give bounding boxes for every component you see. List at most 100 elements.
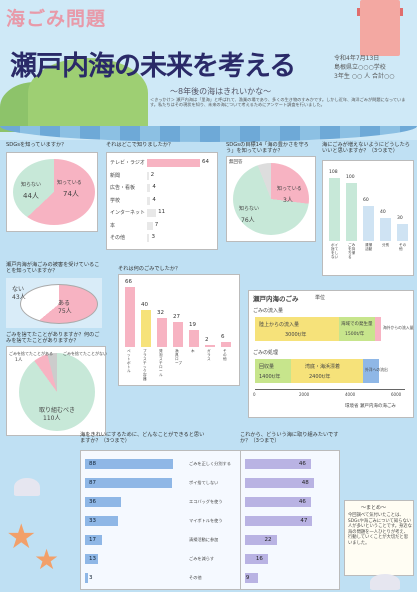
flow-card: 瀬戸内海のごみ 単位 ごみの流入量 陸上からの流入量 3000t/年 海域での発… [248, 290, 414, 418]
jellyfish-icon [14, 478, 40, 496]
idea-label: その他 [399, 243, 407, 251]
flow-unit: 単位 [315, 295, 326, 301]
kinds-bar [125, 286, 135, 347]
kinds-value: 32 [157, 309, 164, 316]
idea-bar [363, 206, 374, 241]
island [28, 58, 148, 128]
flow-row1-a-bar [255, 317, 339, 341]
idea-bar [346, 182, 357, 241]
setouchi-card: ない 43人 ある 75人 [6, 278, 102, 328]
future1-value: 88 [89, 461, 96, 467]
future1-bar [85, 554, 98, 564]
source-label: 新聞 [110, 172, 121, 179]
idea-bar [380, 217, 391, 241]
future1-label: エコバッグを使う [189, 499, 223, 504]
school-name: 島根県立○○○学校 [334, 64, 386, 71]
kinds-label: プラスチック容器 [143, 349, 147, 381]
idea-label: 清掃活動 [365, 243, 373, 251]
future2-value: 22 [264, 537, 272, 543]
idea-bar [329, 178, 340, 241]
source-value: 4 [152, 184, 156, 190]
school-info: 令和4年7月13日 島根県立○○○学校 3年生 ○○ 人 合計○○ [334, 54, 414, 81]
source-label: その他 [110, 235, 126, 241]
action-question: ごみを捨てたことがありますか？何のごみを捨てたことがありますか？ [6, 332, 100, 344]
future1-bar [85, 497, 121, 507]
flow-row1-c: 海外からの流入量 [383, 325, 414, 330]
source-bar [147, 184, 151, 192]
future2-value: 46 [298, 499, 306, 505]
source-label: 広告・看板 [110, 185, 136, 191]
future2-bar [245, 535, 277, 545]
goal14-question: SDGsの目標14「海の豊かさを守ろう」を知っていますか？ [226, 142, 309, 154]
future1-label: ごみを減らす [189, 556, 215, 561]
idea-value: 108 [329, 170, 338, 175]
source-value: 64 [202, 159, 210, 165]
flow-title: 瀬戸内海のごみ [253, 295, 299, 303]
sdgs-pie [13, 159, 95, 225]
source-label: 学校 [110, 197, 121, 204]
sdgs-known-count: 74人 [63, 190, 79, 198]
poster-tag: 海ごみ問題 [6, 8, 107, 30]
flow-row2-a-bar [255, 359, 291, 383]
action-small-count: 1人 [15, 358, 23, 363]
idea-label: 分別 [382, 243, 390, 247]
future2-value: 47 [300, 518, 308, 524]
kinds-label: ガラス [207, 349, 211, 361]
setouchi-no-count: 43人 [12, 294, 26, 301]
source-bar [147, 221, 153, 230]
setouchi-yes-count: 75人 [58, 308, 72, 315]
lighthouse [360, 0, 400, 56]
source-label: 本 [110, 222, 116, 229]
goal14-known-count: 3人 [283, 197, 293, 204]
goal14-card: 知っている 3人 知らない 76人 無回答 [226, 156, 316, 242]
kinds-label: ペットボトル [127, 349, 131, 373]
future2-bar [245, 459, 311, 469]
source-value: 7 [154, 221, 159, 228]
summary-title: 〜まとめ〜 [361, 505, 387, 511]
future1-label: ごみを正しく分別する [189, 461, 231, 466]
future1-bar [85, 573, 88, 583]
flow-row1-a-val: 3000t/年 [285, 332, 307, 338]
future1-value: 36 [89, 499, 96, 505]
action-small-label: ごみを捨てたことがある [9, 351, 53, 356]
kinds-value: 40 [141, 302, 148, 309]
sdgs-card: 知っている 74人 知らない 44人 [6, 152, 98, 232]
sdgs-unknown-count: 44人 [23, 192, 39, 200]
source-label: テレビ・ラジオ [110, 160, 145, 166]
future1-value: 13 [89, 556, 96, 562]
idea-bar [397, 223, 408, 241]
future1-label: ポイ捨てしない [189, 480, 219, 485]
flow-tick-3: 6000 [391, 392, 402, 397]
kinds-label: その他 [223, 349, 227, 361]
source-value: 11 [158, 209, 166, 215]
date-text: 令和4年7月13日 [334, 55, 380, 62]
idea-value: 60 [363, 198, 369, 203]
page-title: 瀬戸内海の未来を考える [10, 51, 296, 82]
kinds-question: それは何のごみでしたか？ [118, 266, 181, 272]
kinds-label: 発泡スチロール [159, 349, 163, 377]
flow-row1-b: 海域での発生量 [341, 322, 373, 327]
kinds-value: 66 [125, 278, 132, 285]
action-never-label: ごみを捨てたことがない [63, 351, 107, 356]
future2-bar [245, 554, 268, 564]
sdgs-known-label: 知っている [57, 180, 82, 186]
source-bar [147, 209, 157, 217]
future2-question: これから、どういう海に取り組みたいですか？（3つまで） [240, 432, 339, 444]
starfish-icon: ★ [6, 517, 37, 557]
flow-row2-b-bar [291, 359, 363, 383]
flow-row2-b-val: 2400t/年 [309, 374, 331, 380]
flow-axis [255, 389, 405, 390]
kinds-bar [205, 345, 215, 347]
idea-value: 40 [380, 209, 386, 215]
future2-value: 46 [298, 461, 306, 467]
flow-row1-c-bar [375, 317, 381, 341]
future1-value: 3 [89, 575, 93, 581]
idea-question: 海にごみが増えないようにどうしたらいいと思いますか？（3つまで） [322, 142, 410, 154]
future1-label: マイボトルを使う [189, 518, 223, 523]
action-big-count: 110人 [43, 415, 61, 422]
setouchi-pie [20, 284, 98, 324]
goal14-other-label: 無回答 [229, 160, 243, 165]
goal14-known-label: 知っている [277, 186, 302, 192]
